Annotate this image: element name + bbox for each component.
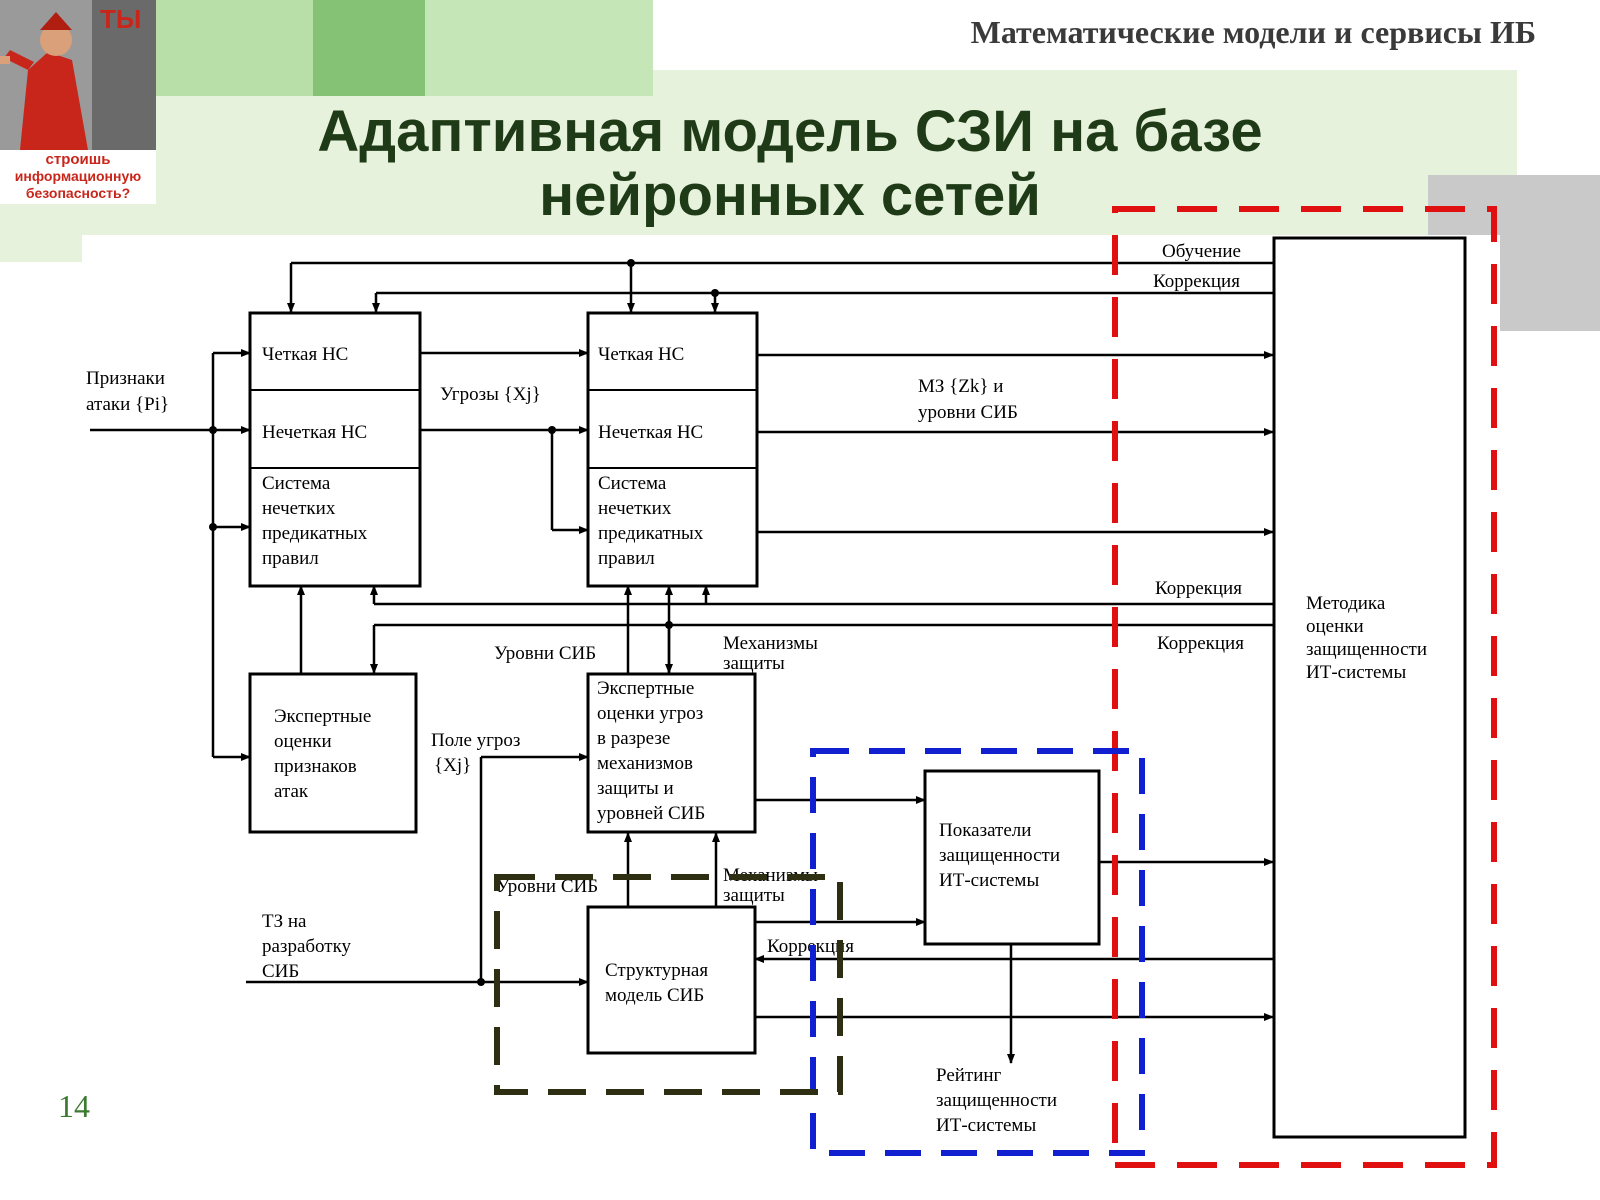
slide-title-line-1: Адаптивная модель СЗИ на базе: [317, 99, 1263, 164]
expert-threats-line-5: защиты и: [597, 778, 674, 799]
red-dashed-frame: [1112, 206, 1497, 1168]
expert-attacks-line-2: оценки: [274, 731, 332, 752]
block-methodology: Методика оценки защищенности ИТ-системы: [1272, 236, 1467, 1139]
structural-model-line-2: модель СИБ: [605, 985, 704, 1006]
expert-threats-line-3: в разрезе: [597, 728, 670, 749]
expert-attacks-line-1: Экспертные: [274, 706, 371, 727]
label-mechanisms-1-line-1: Механизмы: [723, 633, 818, 654]
expert-attacks-line-4: атак: [274, 781, 309, 802]
header-white-strip: [653, 0, 1600, 70]
poster-logo: ТЫ строишь информационную безопасность?: [0, 0, 156, 204]
label-attack-features-1: Признаки: [86, 368, 165, 389]
label-mechanisms-2-line-2: защиты: [723, 885, 785, 906]
expert-threats-line-1: Экспертные: [597, 678, 694, 699]
page-number: 14: [58, 1088, 90, 1124]
label-rating-2: защищенности: [936, 1090, 1057, 1111]
label-tz-dev-2: разработку: [262, 936, 352, 957]
nn1-rules-line-1: Система: [262, 473, 331, 494]
label-mechanisms-2-line-1: Механизмы: [723, 865, 818, 886]
methodology-line-1: Методика: [1306, 593, 1386, 614]
expert-attacks-line-3: признаков: [274, 756, 357, 777]
label-rating-1: Рейтинг: [936, 1065, 1002, 1086]
nn2-rules-line-2: нечетких: [598, 498, 672, 519]
junction-dots: [209, 259, 719, 986]
label-attack-features-2: атаки {Pi}: [86, 394, 169, 415]
poster-big-text: ТЫ: [100, 4, 141, 34]
nn2-rules-line-4: правил: [598, 548, 655, 569]
poster-caption-2: информационную: [15, 168, 141, 184]
label-tz-dev-1: ТЗ на: [262, 911, 307, 932]
header-accent-dark: [313, 0, 425, 96]
label-correction-mid-2: Коррекция: [1157, 633, 1244, 654]
security-indicators-line-2: защищенности: [939, 845, 1060, 866]
block-expert-threats: Экспертные оценки угроз в разрезе механи…: [586, 672, 757, 834]
label-training: Обучение: [1162, 241, 1241, 262]
security-indicators-line-1: Показатели: [939, 820, 1031, 841]
label-rating-3: ИТ-системы: [936, 1115, 1036, 1136]
label-mz-levels-1: МЗ {Zk} и: [918, 376, 1003, 397]
label-threat-field-1: Поле угроз: [431, 730, 520, 751]
expert-threats-line-4: механизмов: [597, 753, 693, 774]
header-accent-light: [155, 0, 313, 96]
methodology-line-4: ИТ-системы: [1306, 662, 1406, 683]
poster-caption-1: строишь: [46, 151, 111, 168]
nn1-fuzzy-label: Нечеткая НС: [262, 422, 367, 443]
expert-threats-line-6: уровней СИБ: [597, 803, 705, 824]
label-sib-levels-1: Уровни СИБ: [494, 643, 596, 664]
expert-threats-line-2: оценки угроз: [597, 703, 703, 724]
block-structural-model: Структурная модель СИБ: [586, 905, 757, 1055]
slide-title-line-2: нейронных сетей: [539, 163, 1041, 228]
label-correction-top: Коррекция: [1153, 271, 1240, 292]
methodology-line-2: оценки: [1306, 616, 1364, 637]
security-indicators-line-3: ИТ-системы: [939, 870, 1039, 891]
nn2-fuzzy-label: Нечеткая НС: [598, 422, 703, 443]
olive-dashed-frame: [494, 874, 843, 1095]
poster-caption-3: безопасность?: [26, 185, 130, 201]
nn1-crisp-label: Четкая НС: [262, 344, 348, 365]
header-title: Математические модели и сервисы ИБ: [970, 14, 1536, 50]
block-nn1: Четкая НС Нечеткая НС Система нечетких п…: [248, 311, 422, 588]
label-mz-levels-2: уровни СИБ: [918, 402, 1018, 423]
methodology-line-3: защищенности: [1306, 639, 1427, 660]
corner-white: [1517, 0, 1600, 175]
blue-dashed-frame: [810, 748, 1145, 1156]
block-nn2: Четкая НС Нечеткая НС Система нечетких п…: [586, 311, 759, 588]
label-mechanisms-1-line-2: защиты: [723, 653, 785, 674]
nn1-rules-line-3: предикатных: [262, 523, 368, 544]
block-security-indicators: Показатели защищенности ИТ-системы: [923, 769, 1101, 946]
diagram-labels: Признаки атаки {Pi} Угрозы {Xj} МЗ {Zk} …: [86, 241, 1244, 1136]
label-threats: Угрозы {Xj}: [440, 384, 541, 405]
structural-model-line-1: Структурная: [605, 960, 708, 981]
nn2-rules-line-1: Система: [598, 473, 667, 494]
label-correction-mid-1: Коррекция: [1155, 578, 1242, 599]
label-sib-levels-2: Уровни СИБ: [496, 876, 598, 897]
slide-title: Адаптивная модель СЗИ на базе нейронных …: [270, 100, 1310, 228]
block-expert-attacks: Экспертные оценки признаков атак: [248, 672, 418, 834]
header-accent-pale: [425, 0, 653, 96]
label-threat-field-2: {Xj}: [434, 755, 471, 776]
label-tz-dev-3: СИБ: [262, 961, 299, 982]
nn2-rules-line-3: предикатных: [598, 523, 704, 544]
nn1-rules-line-4: правил: [262, 548, 319, 569]
nn1-rules-line-2: нечетких: [262, 498, 336, 519]
nn2-crisp-label: Четкая НС: [598, 344, 684, 365]
